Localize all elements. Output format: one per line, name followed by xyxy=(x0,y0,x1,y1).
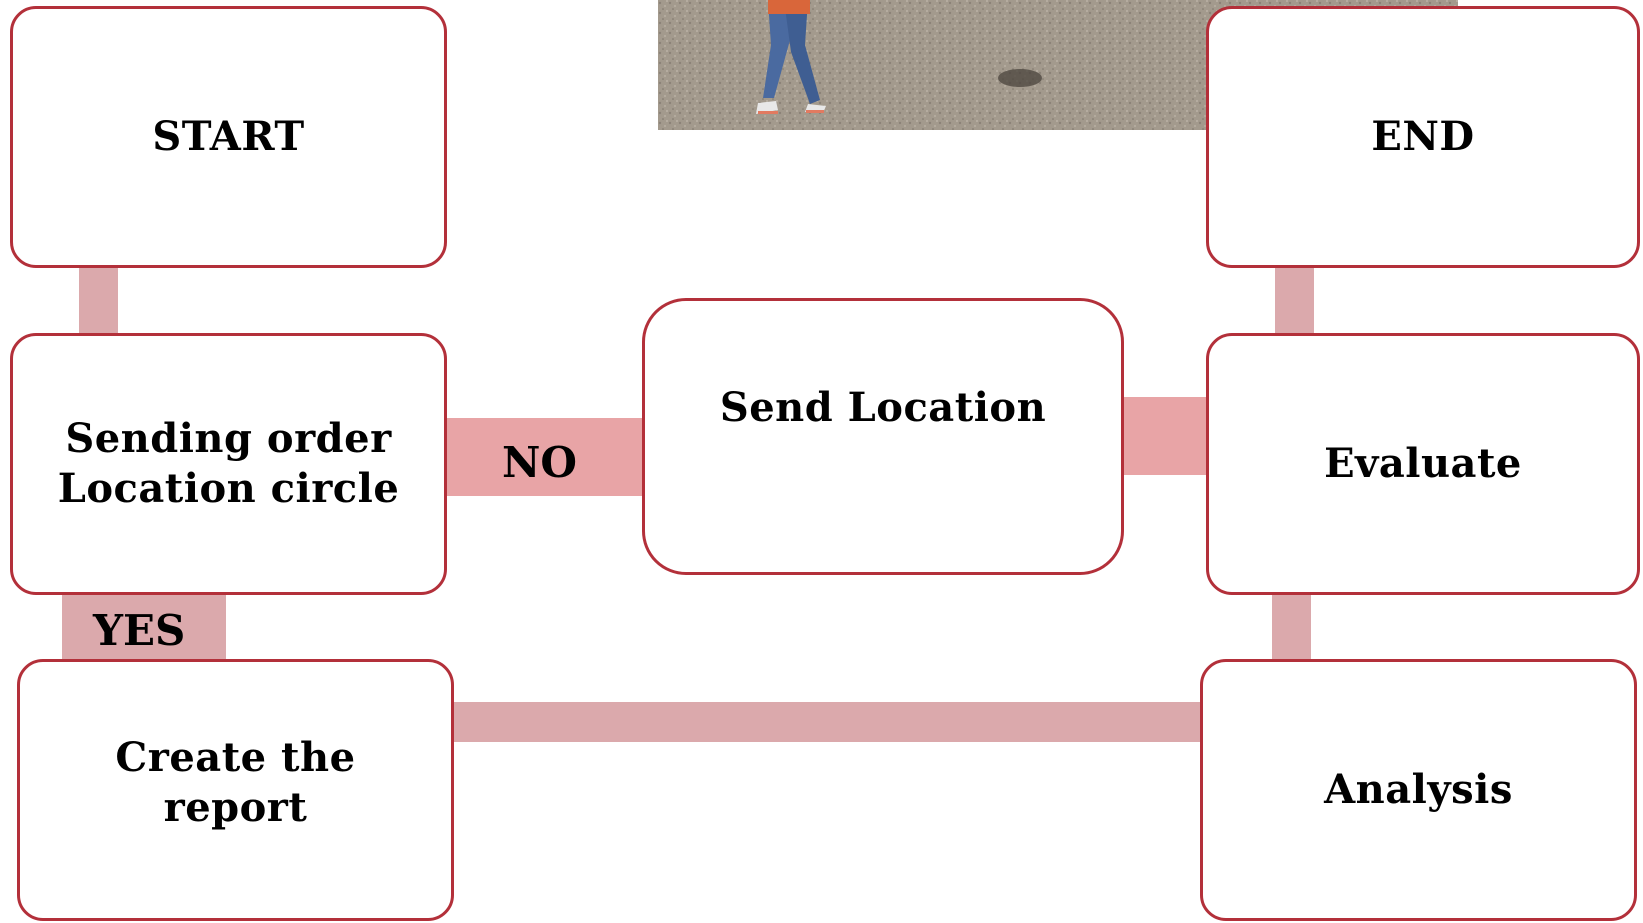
edge-label-no: NO xyxy=(502,442,577,484)
node-sending-order: Sending order Location circle xyxy=(10,333,447,595)
connector-evaluate-to-analysis xyxy=(1272,593,1311,660)
node-evaluate-label: Evaluate xyxy=(1324,439,1522,489)
edge-label-yes: YES xyxy=(93,610,185,652)
node-start-label: START xyxy=(152,112,304,162)
connector-report-to-analysis xyxy=(453,702,1203,742)
node-analysis: Analysis xyxy=(1200,659,1637,921)
node-send-location: Send Location xyxy=(642,298,1124,575)
node-end: END xyxy=(1206,6,1640,268)
node-sending-order-label: Sending order Location circle xyxy=(58,414,400,514)
node-evaluate: Evaluate xyxy=(1206,333,1640,595)
node-create-report: Create the report xyxy=(17,659,454,921)
connector-end-to-evaluate xyxy=(1275,262,1314,337)
node-end-label: END xyxy=(1371,112,1474,162)
node-send-location-label: Send Location xyxy=(720,383,1046,433)
connector-start-to-sending xyxy=(79,262,118,337)
connector-send-location-to-evaluate xyxy=(1122,397,1208,475)
node-create-report-label: Create the report xyxy=(115,733,355,833)
node-analysis-label: Analysis xyxy=(1324,765,1513,815)
node-start: START xyxy=(10,6,447,268)
